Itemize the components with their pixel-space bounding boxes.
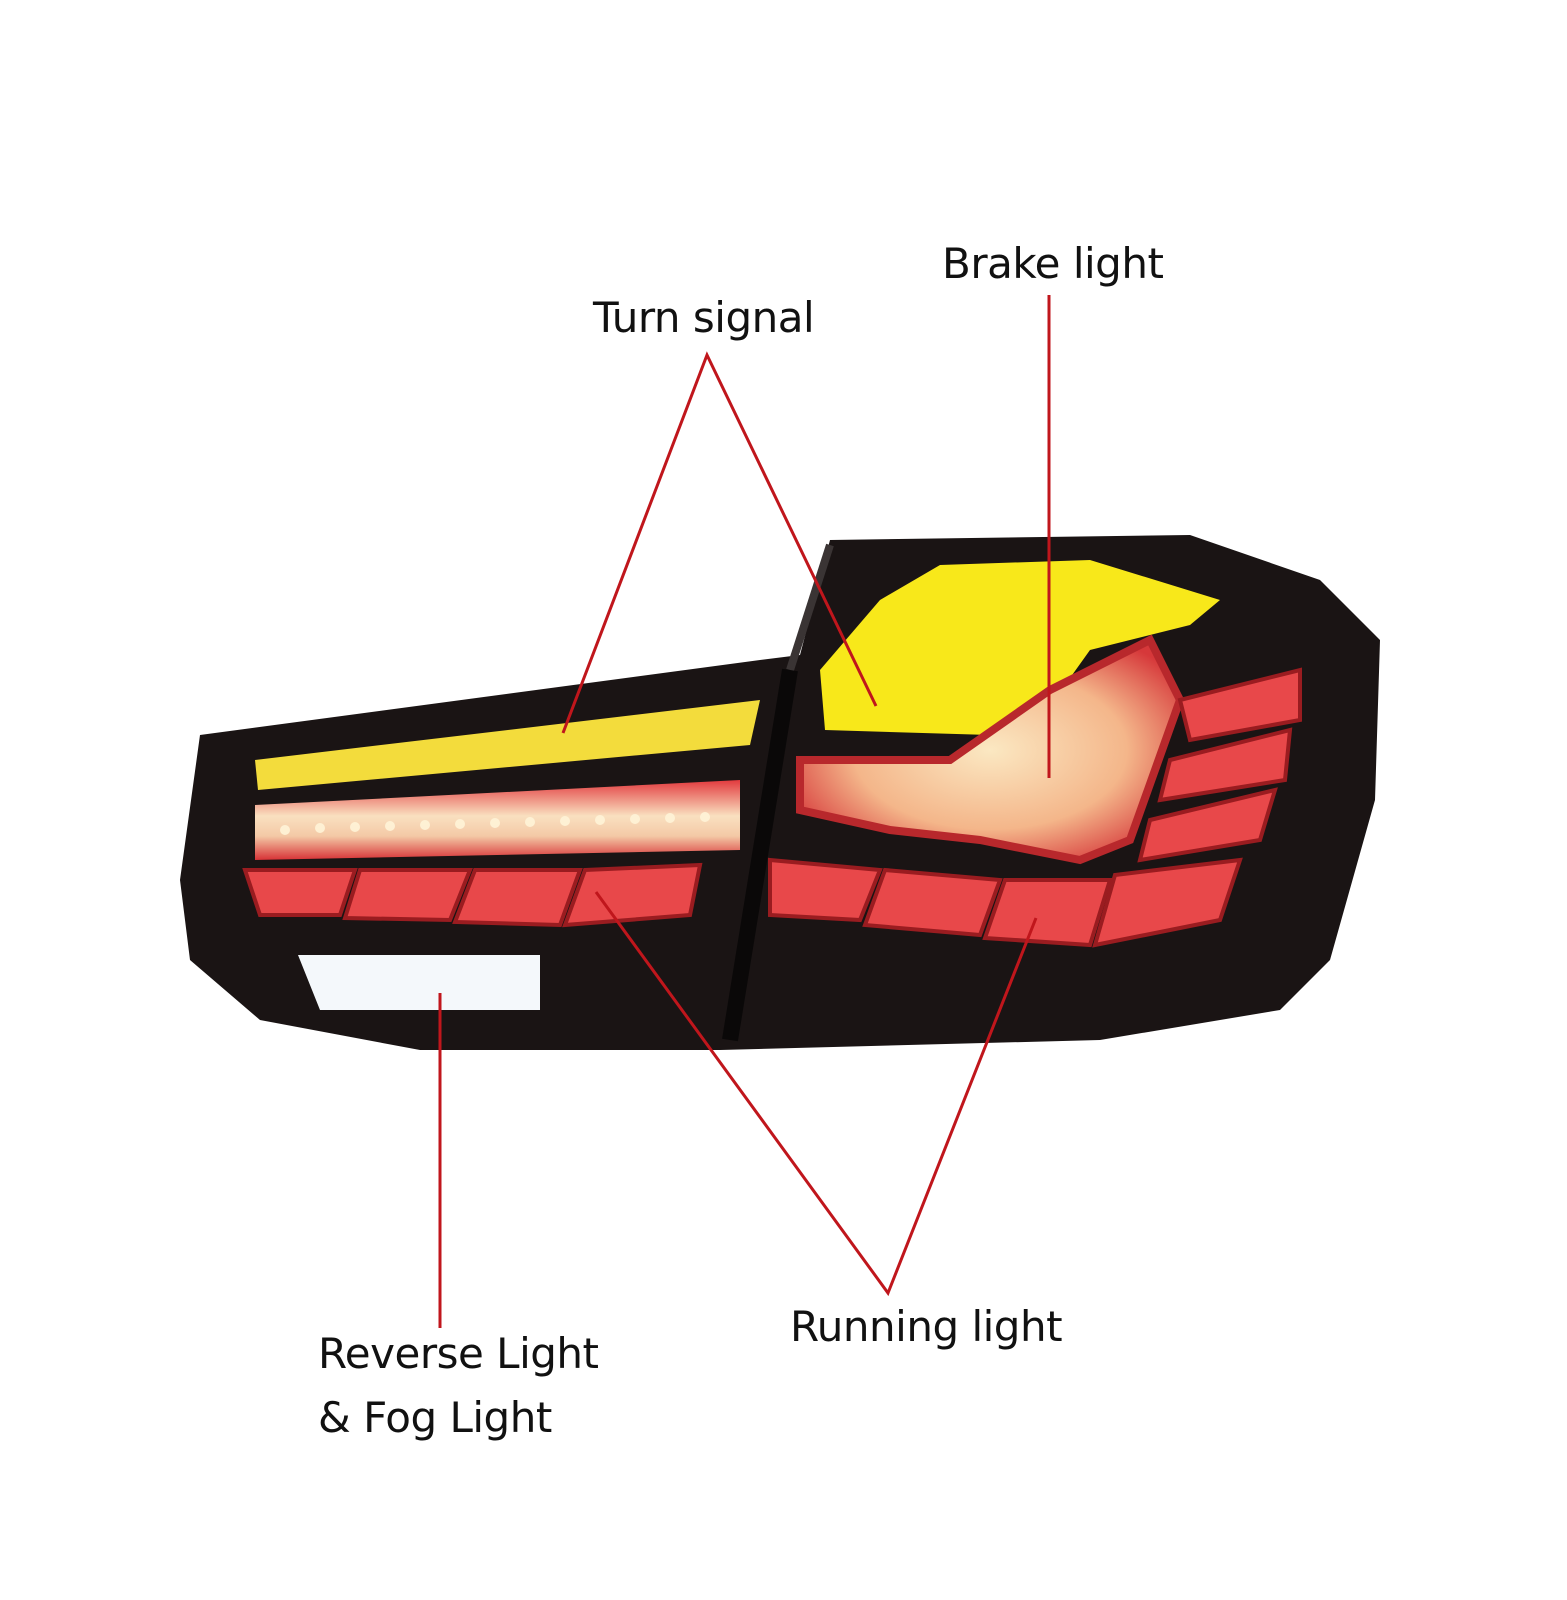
label-turn-signal: Turn signal: [593, 293, 815, 342]
running-light-leader: [594, 891, 1038, 1297]
brake-light-lens: [796, 634, 1185, 865]
label-running-light: Running light: [790, 1302, 1063, 1351]
turn-signal-leader: [561, 351, 878, 734]
running-light-segments-right: [768, 667, 1302, 948]
label-reverse-light: Reverse Light: [318, 1329, 599, 1378]
label-brake-light: Brake light: [942, 239, 1164, 288]
turn-signal-lens: [255, 560, 1220, 790]
running-light-strip-left: [255, 780, 740, 860]
reverse-fog-lens: [298, 955, 540, 1010]
label-fog-light: & Fog Light: [318, 1393, 552, 1442]
leader-lines: [438, 295, 1051, 1328]
running-light-segments-left: [242, 862, 703, 928]
